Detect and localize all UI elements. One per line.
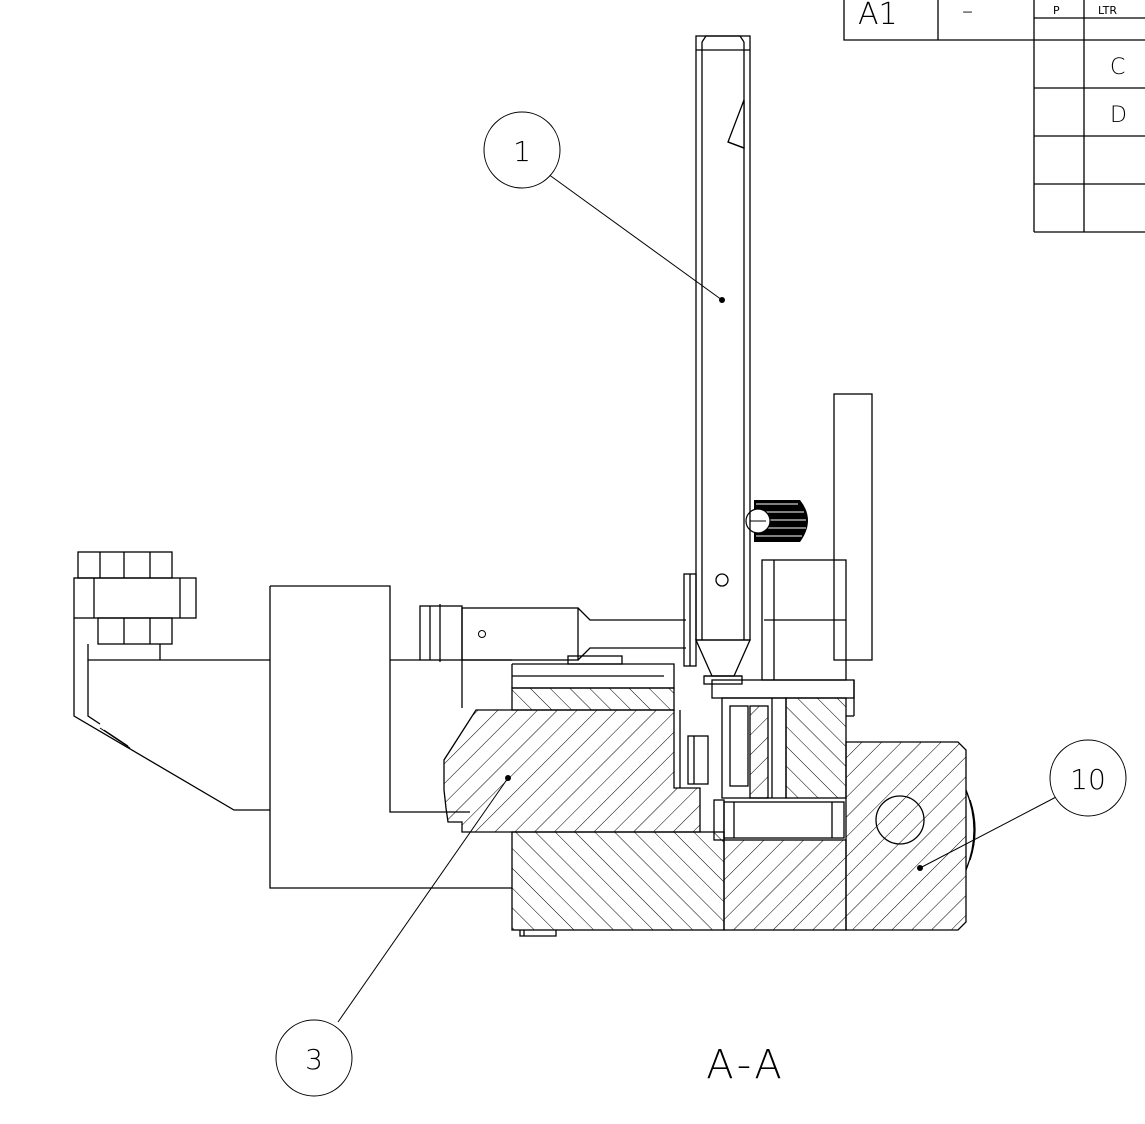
table-col-p: P	[1053, 4, 1060, 17]
part-1-pin	[683, 35, 752, 685]
leader-lines	[337, 173, 1059, 1023]
leader-dot-10	[917, 865, 923, 871]
balloon-10-label: 10	[1070, 763, 1106, 796]
table-row-c: C	[1110, 55, 1125, 80]
revision-table: A1 – P LTR C D	[843, 0, 1145, 233]
section-view-label: A-A	[706, 1042, 785, 1088]
table-cell-dash: –	[962, 0, 973, 24]
balloon-1-label: 1	[513, 135, 531, 168]
balloon-3-label: 3	[305, 1043, 323, 1076]
leader-dot-1	[719, 297, 725, 303]
center-mechanism	[679, 679, 855, 841]
left-clamp-assembly	[73, 551, 270, 811]
table-cell-a1: A1	[858, 0, 898, 32]
leader-dot-3	[505, 775, 511, 781]
spring	[745, 500, 808, 542]
balloon-3[interactable]: 3	[275, 1019, 353, 1097]
part-3-body	[443, 663, 701, 833]
base-block	[511, 831, 847, 937]
table-col-ltr: LTR	[1098, 4, 1117, 17]
part-10-block	[845, 741, 976, 931]
right-guide	[761, 393, 873, 681]
balloon-10[interactable]: 10	[1049, 739, 1127, 817]
balloon-1[interactable]: 1	[483, 111, 561, 189]
table-row-d: D	[1110, 103, 1127, 128]
